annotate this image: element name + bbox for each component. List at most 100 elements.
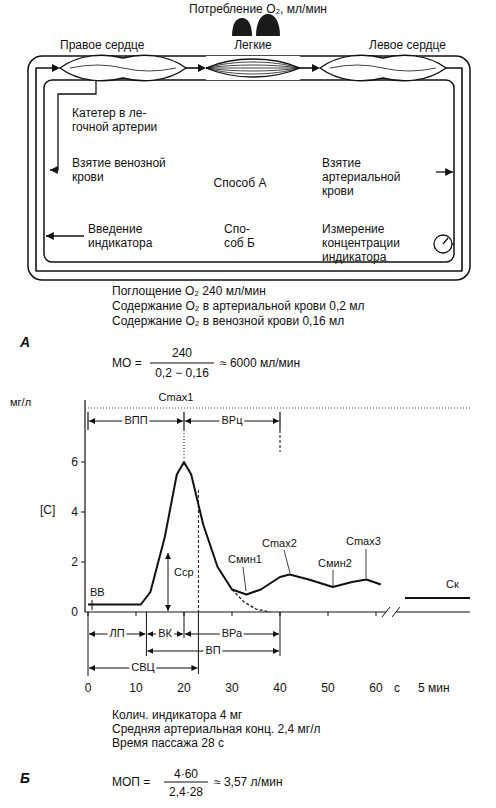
tick-label: 6 bbox=[71, 455, 78, 469]
guide-line bbox=[184, 430, 185, 460]
y-axis bbox=[84, 400, 85, 612]
formula-text: ≈ 6000 мл/мин bbox=[220, 356, 300, 370]
callout-text: Катетер в ле- гочной артерии bbox=[72, 106, 168, 134]
callout-text: Взятие артериальной крови bbox=[322, 156, 432, 198]
x-axis bbox=[85, 611, 386, 612]
capillary-line bbox=[206, 59, 300, 68]
arrow-head bbox=[198, 64, 206, 72]
node-label: Левое сердце bbox=[320, 38, 446, 52]
note-text: Поглощение O₂ 240 мл/мин bbox=[112, 284, 266, 298]
guide-line bbox=[280, 430, 281, 452]
panel-letter: Б bbox=[20, 770, 30, 786]
heart-shape bbox=[320, 55, 446, 80]
method-label: Спо- соб Б bbox=[224, 222, 268, 250]
sampling-arrow bbox=[436, 171, 453, 172]
method-label: Способ А bbox=[214, 176, 267, 190]
capillary-line bbox=[206, 68, 300, 77]
note-text: Содержание O₂ в артериальной крови 0,2 м… bbox=[112, 299, 365, 313]
tick-label: 10 bbox=[129, 681, 142, 695]
capillary-line bbox=[206, 68, 300, 71]
panel-letter: А bbox=[20, 334, 30, 350]
point-label: Cмин2 bbox=[318, 557, 352, 570]
axis-label: [C] bbox=[40, 503, 55, 517]
heart-node: Левое сердце bbox=[320, 38, 446, 84]
blood-flow-connector bbox=[36, 64, 462, 271]
tick-label: 0 bbox=[85, 681, 92, 695]
point-label: Cmax2 bbox=[262, 537, 297, 550]
formula-text: 2,4·28 bbox=[169, 785, 203, 799]
tick-label: 40 bbox=[273, 681, 286, 695]
unit-label: мг/л bbox=[10, 396, 31, 409]
tick-label: 2 bbox=[71, 555, 78, 569]
formula-text: 240 bbox=[172, 346, 192, 360]
gauge-needle bbox=[443, 238, 448, 244]
callout-text: Измерение концентрации индикатора bbox=[322, 222, 432, 264]
injection-mark bbox=[92, 600, 93, 610]
flow-line bbox=[300, 67, 314, 69]
heart-texture bbox=[330, 65, 436, 71]
interval-label: ВПП bbox=[122, 414, 149, 427]
node-label: Легкие bbox=[206, 38, 300, 52]
lung-background bbox=[206, 56, 300, 80]
fraction-bar bbox=[150, 363, 214, 364]
note-text: Содержание O₂ в венозной крови 0,16 мл bbox=[112, 314, 344, 328]
callout-text: Взятие венозной крови bbox=[72, 156, 176, 184]
capillary-line bbox=[206, 62, 300, 68]
arrow-head bbox=[52, 64, 60, 72]
heart-shape bbox=[60, 55, 186, 80]
callout-text: Введение индикатора bbox=[88, 222, 188, 250]
dilution-curve bbox=[88, 462, 381, 605]
interval-bar bbox=[88, 412, 280, 430]
interval-label: СВЦ bbox=[129, 661, 156, 674]
interval-label: ВП bbox=[203, 644, 222, 657]
flow-line bbox=[36, 68, 462, 271]
heart-texture bbox=[70, 65, 176, 71]
formula-text: ≈ 3,57 л/мин bbox=[214, 775, 283, 789]
vessel-outline bbox=[28, 56, 470, 280]
capillary-line bbox=[206, 65, 300, 68]
grid-line bbox=[85, 408, 470, 409]
point-label: ВВ bbox=[90, 586, 105, 599]
point-label: Cмин1 bbox=[228, 553, 262, 566]
lung-symbol bbox=[256, 14, 280, 36]
interval-label: ВК bbox=[156, 627, 174, 640]
heart-node: Правое сердце bbox=[60, 38, 186, 84]
note-text: Средняя артериальная конц. 2,4 мг/л bbox=[112, 722, 320, 736]
x-axis bbox=[396, 611, 470, 612]
mean-arrow bbox=[168, 553, 169, 611]
tick-label: 20 bbox=[177, 681, 190, 695]
tick-label: 5 мин bbox=[418, 681, 450, 695]
note-text: Колич. индикатора 4 мг bbox=[112, 708, 242, 722]
formula-text: МО = bbox=[112, 356, 142, 370]
flow-line bbox=[186, 67, 200, 69]
fraction-bar bbox=[164, 782, 208, 783]
interval-label: ВРц bbox=[220, 414, 245, 427]
vessel-outline bbox=[44, 80, 454, 262]
point-label: Cmax3 bbox=[346, 535, 381, 548]
axis-title: Потребление O₂, мл/мин bbox=[189, 2, 327, 16]
y-ticks bbox=[81, 462, 85, 562]
tick-label: 60 bbox=[369, 681, 382, 695]
formula-text: МОП = bbox=[112, 775, 150, 789]
interval-bar bbox=[88, 612, 280, 676]
gauge-symbol bbox=[434, 235, 452, 253]
injection-arrow bbox=[46, 235, 84, 236]
lung-symbol bbox=[232, 18, 252, 36]
tick-label: 0 bbox=[71, 605, 78, 619]
extrapolation-curve bbox=[232, 590, 270, 613]
formula-text: 0,2 − 0,16 bbox=[155, 366, 209, 380]
tick-label: 4 bbox=[71, 505, 78, 519]
blood-flow-connector bbox=[300, 64, 320, 72]
formula-text: 4·60 bbox=[174, 767, 198, 781]
interval-label: ЛП bbox=[107, 627, 126, 640]
interval-label: ВРа bbox=[220, 627, 244, 640]
node-label: Правое сердце bbox=[60, 38, 186, 52]
lung-node: Легкие bbox=[206, 38, 300, 84]
unit-label: с bbox=[394, 681, 400, 695]
point-label: Cк bbox=[446, 578, 459, 591]
mean-label: Cср bbox=[174, 566, 194, 579]
blood-flow-connector bbox=[186, 64, 206, 72]
capillary-line bbox=[206, 68, 300, 69]
tick-label: 50 bbox=[321, 681, 334, 695]
